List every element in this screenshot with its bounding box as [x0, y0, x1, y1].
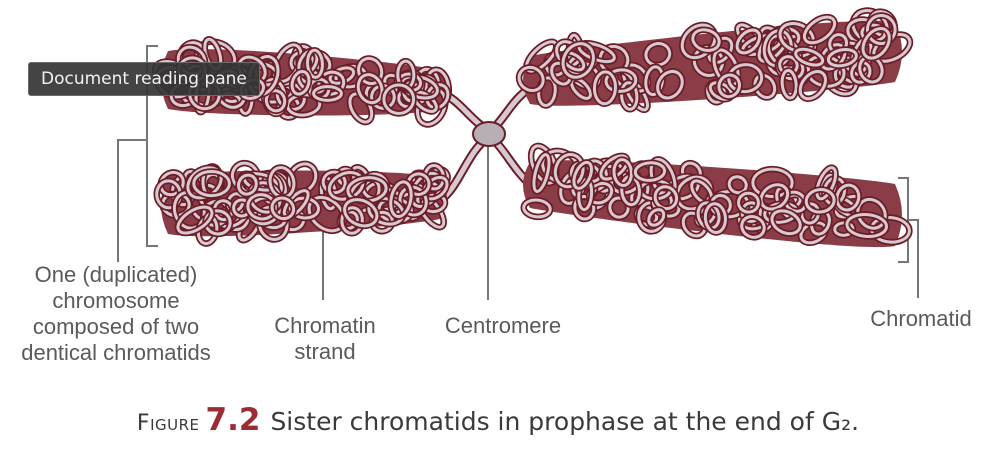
centromere	[472, 121, 506, 147]
chromatin-loop	[727, 63, 764, 94]
chromatin-loop	[691, 28, 721, 52]
chromatin-loop	[553, 153, 585, 189]
chromatin-loop	[620, 81, 639, 111]
chromatin-loop	[802, 15, 837, 45]
chromatin-loop	[192, 170, 231, 198]
chromatin-loop	[522, 198, 552, 219]
chromatin-loop	[647, 208, 666, 227]
chromatin-loop	[644, 65, 665, 97]
chromatin-loop	[517, 65, 545, 93]
chromatin-loop	[572, 160, 593, 190]
chromatin-loop	[644, 42, 672, 67]
label-chromatin-strand: Chromatin strand	[274, 313, 376, 364]
chromatin-loop	[780, 68, 798, 100]
chromatin-loop	[592, 70, 617, 106]
tooltip: Document reading pane	[28, 62, 260, 96]
chromatin-loop	[717, 73, 741, 99]
caption-figure-number: 7.2	[205, 402, 261, 438]
label-centromere: Centromere	[444, 313, 562, 338]
chromatin-loop	[770, 209, 802, 236]
chromatin-loop	[696, 201, 721, 230]
chromatin-loop	[633, 161, 667, 182]
chromatin-loop	[306, 48, 324, 79]
chromatin-loop	[735, 28, 762, 55]
chromatid-arm-lower-right	[520, 142, 913, 248]
chromatid-arm-lower-left	[153, 159, 451, 247]
chromatin-loop	[845, 213, 889, 238]
chromatin-loop	[340, 206, 364, 235]
chromatin-loop	[561, 42, 595, 79]
chromatin-loop	[382, 83, 416, 115]
chromatin-loop	[532, 153, 551, 193]
chromatin-loop	[759, 183, 790, 211]
chromatin-loop	[826, 48, 858, 68]
chromatin-loop	[573, 195, 596, 221]
chromatin-loop	[740, 215, 766, 239]
chromatin-loop	[270, 196, 296, 221]
chromatin-loop	[612, 158, 633, 188]
chromatids	[151, 7, 914, 248]
chromatin-loop	[356, 73, 384, 105]
label-chromatid: Chromatid	[870, 306, 972, 331]
chromatin-loop	[737, 191, 760, 214]
chromatin-loop	[389, 180, 413, 219]
chromatin-loop	[343, 198, 379, 228]
chromatin-loop	[865, 13, 897, 46]
chromatin-loop	[856, 197, 887, 230]
chromatin-loop	[794, 47, 825, 67]
chromatin-loop	[176, 205, 214, 235]
chromatin-loop	[312, 85, 343, 102]
chromatin-loop	[425, 83, 450, 110]
chromatin-loop	[604, 68, 638, 93]
chromatin-loop	[703, 202, 727, 235]
chromatin-loop	[798, 70, 827, 101]
caption-figure-word: Figure	[136, 411, 200, 436]
chromatin-loop	[237, 173, 258, 196]
chromatin-loop	[727, 175, 748, 195]
chromatin-loop	[653, 185, 679, 211]
chromatin-loop	[656, 69, 684, 100]
chromatin-loop	[290, 70, 311, 96]
label-duplicated-chromosome: One (duplicated) chromosome composed of …	[21, 262, 211, 365]
chromatin-loop	[850, 60, 872, 84]
chromatin-loop	[835, 183, 861, 212]
chromatin-loop	[861, 27, 891, 60]
chromatin-loop	[751, 167, 794, 198]
chromatid-arm-upper-right	[515, 7, 914, 114]
caption-text: Sister chromatids in prophase at the end…	[270, 407, 860, 436]
chromatin-loop	[804, 188, 836, 214]
chromatin-loop	[815, 166, 838, 201]
